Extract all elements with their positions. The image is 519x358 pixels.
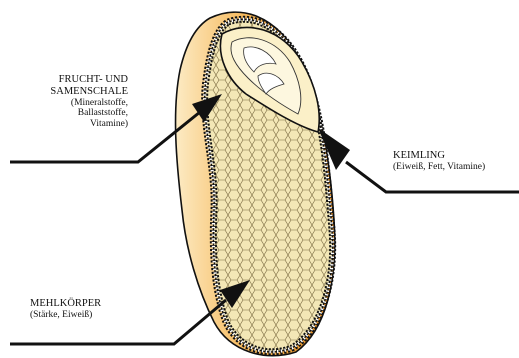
label-frucht-title-2: SAMENSCHALE bbox=[10, 86, 128, 98]
label-frucht-title-1: FRUCHT- UND bbox=[10, 74, 128, 86]
label-mehlkoerper: MEHLKÖRPER (Stärke, Eiweiß) bbox=[30, 298, 101, 320]
label-mehlkoerper-detail: (Stärke, Eiweiß) bbox=[30, 310, 101, 321]
label-mehlkoerper-title: MEHLKÖRPER bbox=[30, 298, 101, 310]
label-frucht-detail-2: Ballaststoffe, bbox=[10, 108, 128, 119]
label-frucht-und-samenschale: FRUCHT- UND SAMENSCHALE (Mineralstoffe, … bbox=[10, 74, 128, 129]
label-keimling-detail: (Eiweiß, Fett, Vitamine) bbox=[393, 162, 485, 173]
label-keimling-title: KEIMLING bbox=[393, 150, 485, 162]
label-frucht-detail-3: Vitamine) bbox=[10, 119, 128, 130]
label-keimling: KEIMLING (Eiweiß, Fett, Vitamine) bbox=[393, 150, 485, 172]
label-frucht-detail-1: (Mineralstoffe, bbox=[10, 98, 128, 109]
